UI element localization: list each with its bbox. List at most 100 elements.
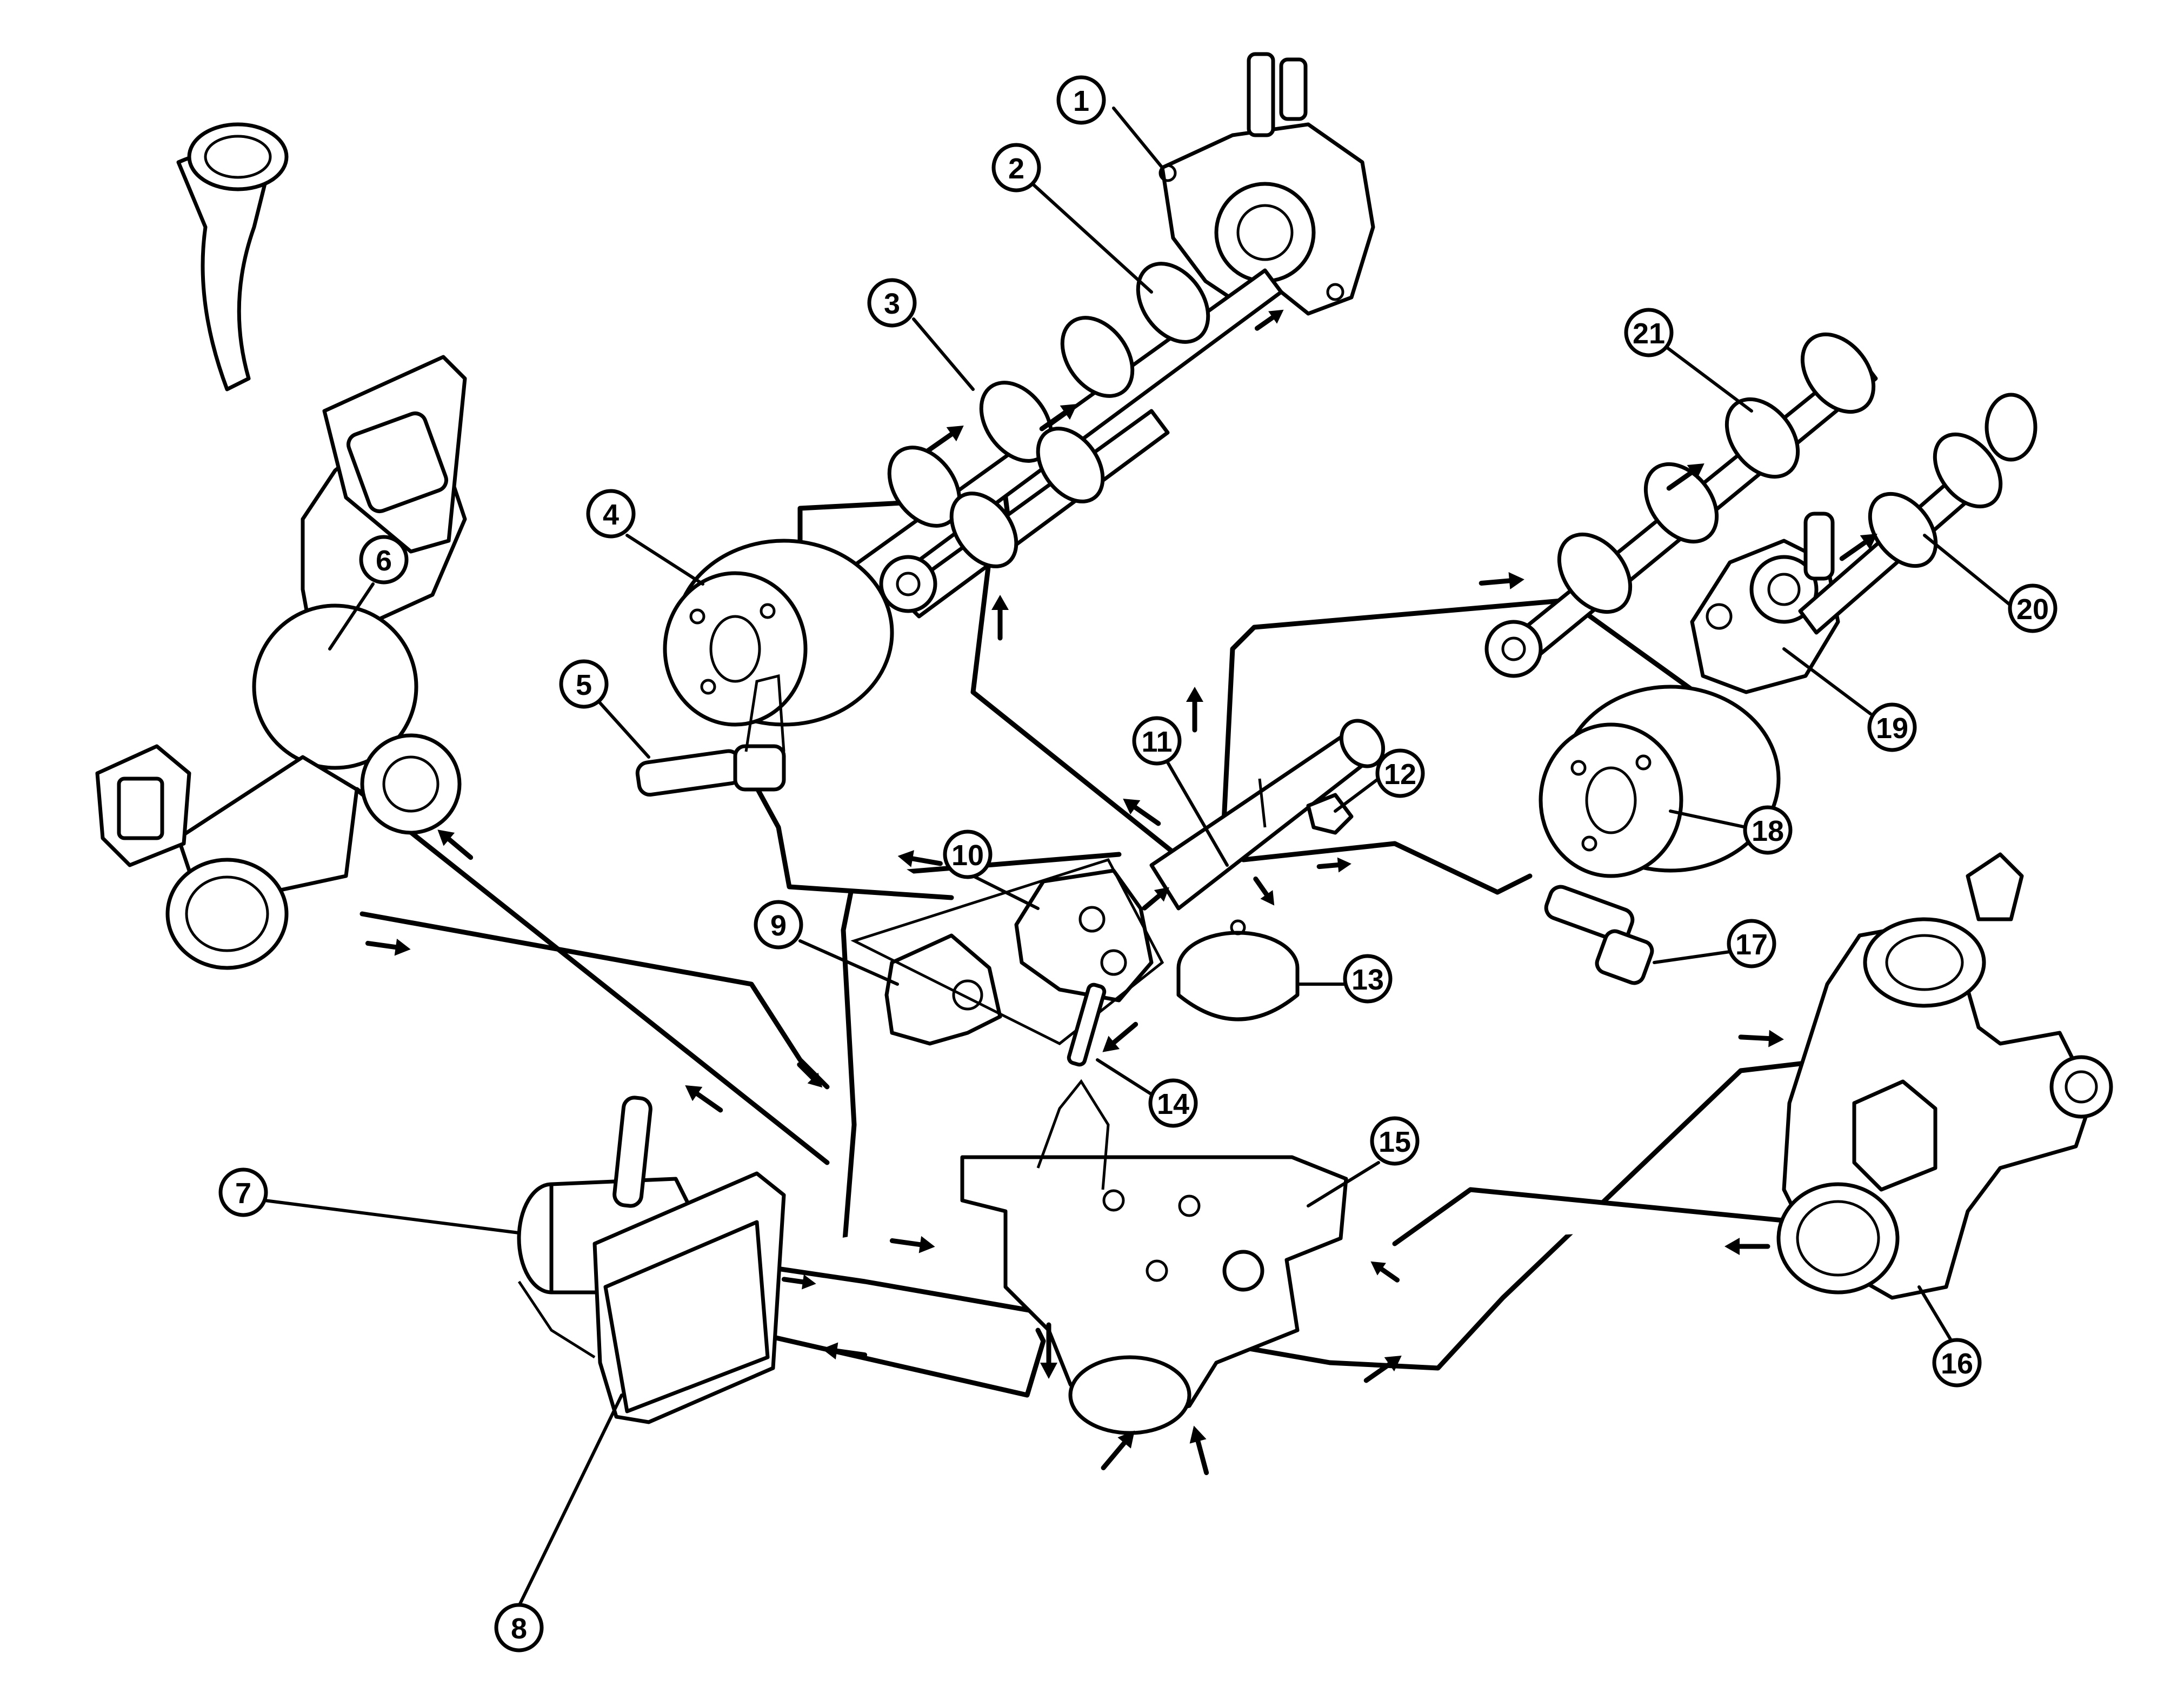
flow-arrow	[991, 595, 1009, 641]
callout-6: 6	[359, 535, 409, 585]
callout-label: 19	[1876, 712, 1908, 745]
oil-cooler	[517, 1096, 786, 1424]
parts	[95, 52, 2113, 1435]
callout-17: 17	[1727, 919, 1776, 968]
flow-arrow	[1186, 687, 1203, 733]
callout-label: 17	[1735, 928, 1768, 961]
pipe-turbo-left-return	[354, 787, 830, 1165]
callout-label: 9	[770, 910, 787, 942]
flow-arrow	[1666, 463, 1704, 491]
callout-19: 19	[1867, 702, 1917, 752]
flow-arrow	[797, 1062, 823, 1088]
callout-14: 14	[1148, 1078, 1198, 1128]
flow-arrow	[1123, 799, 1161, 826]
callout-18: 18	[1743, 805, 1793, 855]
pipe-cooler-inlet	[716, 1322, 1046, 1398]
callout-20: 20	[2008, 583, 2058, 633]
callout-4: 4	[586, 489, 636, 539]
callout-8: 8	[494, 1603, 544, 1652]
bracket	[1258, 778, 1354, 835]
pipe-right-ocv	[1241, 841, 1533, 895]
flow-arrow	[897, 850, 943, 867]
callout-label: 1	[1073, 85, 1089, 117]
callout-16: 16	[1932, 1338, 1982, 1388]
callout-label: 16	[1941, 1348, 1973, 1380]
callout-label: 14	[1157, 1088, 1189, 1120]
callout-7: 7	[218, 1167, 268, 1217]
right-exhaust-camshaft	[1798, 393, 2037, 635]
callout-label: 20	[2016, 593, 2049, 626]
oil-jet-pipe	[1067, 983, 1107, 1067]
flow-arrow	[1253, 876, 1275, 906]
flow-arrow	[1142, 887, 1169, 911]
callout-label: 4	[603, 499, 619, 531]
callout-10: 10	[943, 829, 993, 879]
callout-label: 8	[511, 1612, 527, 1645]
oil-seal-ring	[1176, 919, 1300, 1021]
flow-arrow	[365, 938, 411, 956]
callout-11: 11	[1132, 716, 1182, 766]
callout-12: 12	[1375, 748, 1425, 798]
oil-pump	[960, 1079, 1348, 1435]
left-turbocharger	[95, 122, 467, 970]
oil-filter-pipe	[1149, 719, 1386, 911]
flow-arrow	[685, 1085, 723, 1113]
callout-1: 1	[1056, 75, 1106, 125]
pipe-turbo-right-return	[1392, 1187, 1803, 1246]
flow-arrow	[1102, 1021, 1138, 1052]
pipe-left-ocv	[743, 765, 954, 900]
right-oil-control-valve	[1544, 885, 1654, 985]
flow-arrow	[1039, 404, 1077, 432]
flow-arrow	[1738, 1030, 1784, 1047]
leader-lines	[263, 107, 2013, 1608]
callout-label: 15	[1379, 1126, 1411, 1158]
flow-arrow	[1254, 309, 1284, 331]
callout-15: 15	[1370, 1116, 1420, 1166]
pipe-turbo-left-feed	[359, 911, 830, 1090]
flow-arrow	[1363, 1356, 1402, 1383]
flow-arrow	[1189, 1425, 1209, 1475]
flow-arrows	[365, 309, 1877, 1475]
right-intake-camshaft	[1484, 332, 1878, 678]
left-vvt-actuator	[663, 539, 894, 727]
pipe-left-bank-gallery	[970, 511, 1192, 868]
flow-arrow	[822, 1342, 868, 1360]
callout-5: 5	[559, 659, 609, 709]
callout-label: 7	[235, 1177, 251, 1210]
flow-arrow	[1479, 572, 1524, 589]
right-vvt-actuator	[1539, 685, 1781, 878]
flow-arrow	[781, 1274, 816, 1290]
callout-label: 6	[376, 545, 392, 577]
high-pressure-fuel-pump	[1690, 512, 1840, 694]
left-exhaust-camshaft	[879, 409, 1170, 619]
left-oil-control-valve	[635, 674, 786, 797]
flow-arrow	[437, 829, 474, 860]
vacuum-pump	[1158, 52, 1375, 316]
flow-arrow	[1101, 1430, 1135, 1470]
flow-arrow	[1316, 857, 1351, 873]
oil-pressure-sensor	[884, 933, 1002, 1046]
callout-label: 11	[1141, 726, 1172, 758]
callout-21: 21	[1624, 308, 1674, 357]
flow-arrow	[925, 426, 964, 453]
callout-13: 13	[1343, 954, 1393, 1004]
callout-label: 12	[1384, 758, 1416, 791]
flow-arrow	[889, 1236, 935, 1253]
flow-arrow	[1724, 1238, 1770, 1255]
callout-label: 21	[1633, 317, 1665, 350]
callout-label: 3	[884, 288, 900, 320]
callout-9: 9	[754, 900, 803, 950]
callouts: 1 2 3 4 5 6 7 8	[218, 75, 2058, 1652]
callout-label: 2	[1008, 152, 1024, 185]
callout-3: 3	[867, 278, 917, 328]
callout-label: 13	[1351, 964, 1384, 996]
flow-arrow	[1040, 1322, 1057, 1379]
callout-label: 18	[1752, 815, 1784, 847]
oil-pressure-switch	[850, 858, 1164, 1045]
right-turbocharger	[1776, 852, 2113, 1300]
flow-arrow	[1370, 1261, 1400, 1283]
flow-arrow	[1839, 534, 1877, 561]
callout-label: 5	[576, 669, 592, 701]
callout-2: 2	[991, 143, 1041, 193]
